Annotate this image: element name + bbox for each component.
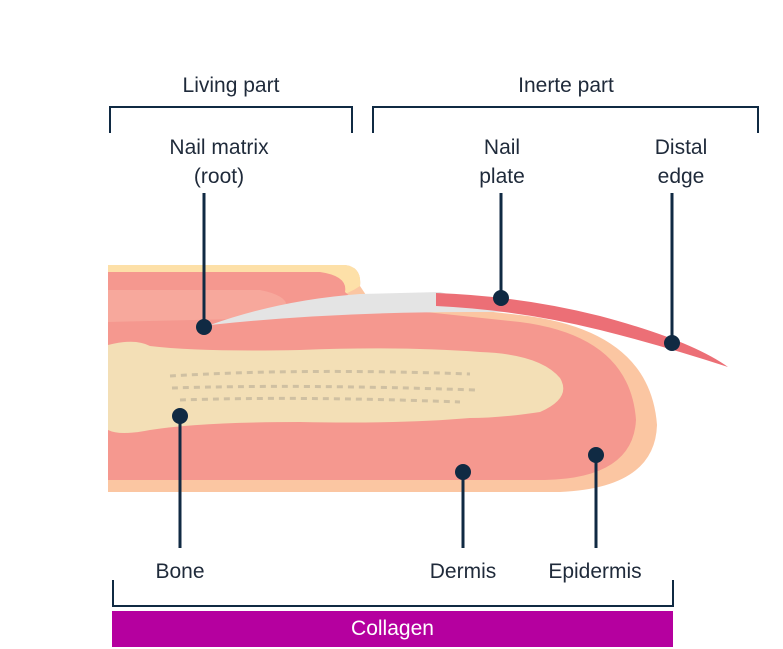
distal-edge-label-line1: Distal xyxy=(654,136,708,159)
distal-edge-label-line2: edge xyxy=(657,165,705,188)
nail-matrix-label-line2: (root) xyxy=(193,165,245,188)
pointer-distal-edge xyxy=(664,193,680,351)
dermis-inner xyxy=(108,290,287,322)
pointer-nail-matrix xyxy=(196,193,212,335)
pointer-bone xyxy=(172,408,188,548)
living-part-title: Living part xyxy=(182,74,280,97)
living-part-bracket xyxy=(109,106,353,133)
nail-plate-shape xyxy=(436,293,728,367)
nail-plate-label-line1: Nail xyxy=(483,136,521,159)
epidermis-label: Epidermis xyxy=(548,560,642,583)
bone-texture xyxy=(169,369,476,404)
nail-plate-label-line2: plate xyxy=(479,165,525,188)
collagen-label: Collagen xyxy=(351,617,434,640)
bone-shape xyxy=(108,341,564,433)
nail-matrix-label: Nail matrix (root) xyxy=(134,133,304,191)
pointer-epidermis xyxy=(588,447,604,548)
inert-part-bracket xyxy=(372,106,759,133)
dermis-label: Dermis xyxy=(429,560,497,583)
distal-edge-label: Distal edge xyxy=(631,133,731,191)
collagen-bracket xyxy=(112,580,674,607)
nail-plate-label: Nail plate xyxy=(452,133,552,191)
inert-part-title: Inerte part xyxy=(518,74,614,97)
bone-label: Bone xyxy=(155,560,205,583)
collagen-bar: Collagen xyxy=(112,611,673,647)
pointer-nail-plate xyxy=(493,193,509,306)
pointer-dermis xyxy=(455,464,471,548)
nail-matrix-label-line1: Nail matrix xyxy=(169,136,269,159)
